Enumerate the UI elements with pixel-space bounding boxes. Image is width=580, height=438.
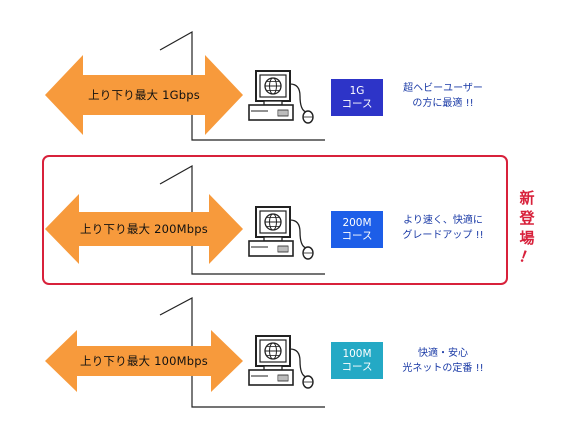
course-label: コース — [341, 97, 373, 110]
double-arrow-icon — [45, 330, 243, 392]
double-arrow-icon — [45, 194, 243, 264]
arrow-speed-label: 上り下り最大 200Mbps — [80, 222, 208, 236]
speed-arrow: 上り下り最大 200Mbps — [45, 194, 243, 264]
course-description: 超ヘビーユーザー の方に最適 !! — [388, 81, 498, 111]
plan-row-100m: 上り下り最大 100Mbps 100M コース 快適・安心 — [0, 295, 580, 415]
course-label: コース — [341, 229, 373, 242]
new-plan-highlight-box — [42, 155, 508, 285]
course-description: より速く、快適に グレードアップ !! — [388, 213, 498, 243]
desc-line-1: より速く、快適に — [403, 215, 483, 226]
desc-line-2: の方に最適 !! — [412, 98, 474, 109]
arrow-speed-label: 上り下り最大 100Mbps — [80, 354, 208, 368]
badge-char-2: 登 — [519, 209, 535, 227]
plan-row-200m: 上り下り最大 200Mbps 200M コース より速く、快適に — [0, 160, 580, 280]
plan-row-1g: 上り下り最大 1Gbps 1G コース 超ヘビーユーザー の — [0, 25, 580, 145]
pc-icon — [248, 335, 314, 395]
double-arrow-icon — [45, 55, 243, 135]
course-badge-1g: 1G コース — [331, 79, 383, 116]
desc-line-2: グレードアップ !! — [402, 230, 484, 241]
course-description: 快適・安心 光ネットの定番 !! — [388, 346, 498, 376]
course-speed: 100M — [342, 347, 372, 360]
speed-arrow: 上り下り最大 100Mbps — [45, 330, 243, 392]
course-badge-200m: 200M コース — [331, 211, 383, 248]
course-label: コース — [341, 360, 373, 373]
course-badge-100m: 100M コース — [331, 342, 383, 379]
pc-icon — [248, 70, 314, 130]
course-speed: 1G — [349, 84, 365, 97]
arrow-speed-label: 上り下り最大 1Gbps — [88, 88, 200, 102]
badge-char-3: 場 — [519, 229, 535, 247]
pc-icon — [248, 206, 314, 266]
speed-arrow: 上り下り最大 1Gbps — [45, 55, 243, 135]
new-badge: 新 登 場 ！ — [516, 188, 538, 269]
badge-char-1: 新 — [519, 189, 535, 207]
desc-line-2: 光ネットの定番 !! — [402, 363, 484, 374]
desc-line-1: 快適・安心 — [418, 348, 468, 359]
desc-line-1: 超ヘビーユーザー — [403, 83, 483, 94]
course-speed: 200M — [342, 216, 372, 229]
